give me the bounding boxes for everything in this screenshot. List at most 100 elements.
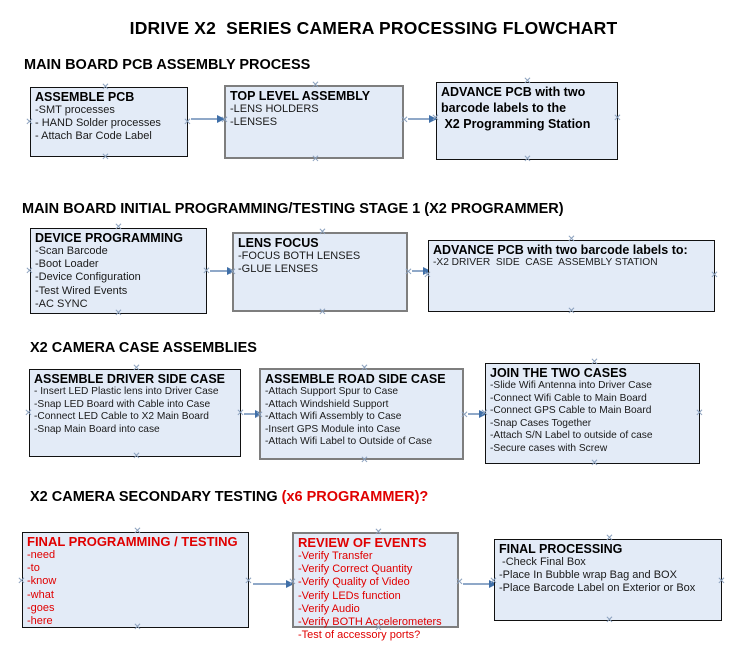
box-line: -FOCUS BOTH LENSES xyxy=(238,250,361,262)
box-line: -know xyxy=(27,575,57,588)
box-title: ASSEMBLE DRIVER SIDE CASE xyxy=(34,372,226,386)
connection-handle-bottom[interactable] xyxy=(132,452,141,461)
connection-handle-right[interactable] xyxy=(717,577,726,586)
connection-handle-top[interactable] xyxy=(318,228,327,237)
connection-handle-bottom[interactable] xyxy=(567,307,576,316)
box-line-overflow: -Test of accessory ports? xyxy=(298,629,421,642)
box-line: -Attach S/N Label to outside of case xyxy=(490,430,653,442)
box-line: -Attach Windshield Support xyxy=(265,398,389,410)
process-box-top-level-assembly[interactable]: TOP LEVEL ASSEMBLY -LENS HOLDERS -LENSES xyxy=(224,85,404,159)
connection-handle-left[interactable] xyxy=(220,116,229,125)
box-line: -goes xyxy=(27,601,55,614)
box-title: ADVANCE PCB with two xyxy=(441,85,586,99)
process-box-assemble-driver-side-case[interactable]: ASSEMBLE DRIVER SIDE CASE - Insert LED P… xyxy=(29,369,241,457)
connection-handle-bottom[interactable] xyxy=(590,459,599,468)
box-line: -X2 DRIVER SIDE CASE ASSEMBLY STATION xyxy=(433,257,658,268)
connection-handle-top[interactable] xyxy=(567,235,576,244)
connection-handle-top[interactable] xyxy=(133,527,142,536)
connection-handle-bottom[interactable] xyxy=(133,623,142,632)
section-heading-4: X2 CAMERA SECONDARY TESTING (x6 PROGRAMM… xyxy=(30,489,428,505)
process-box-advance-pcb-1[interactable]: ADVANCE PCB with two barcode labels to t… xyxy=(436,82,618,160)
box-line: -Verify LEDs function xyxy=(298,589,401,602)
connection-handle-top[interactable] xyxy=(605,534,614,543)
box-title: ASSEMBLE PCB xyxy=(35,90,135,104)
box-title: ASSEMBLE ROAD SIDE CASE xyxy=(265,372,446,386)
box-title: DEVICE PROGRAMMING xyxy=(35,231,183,245)
connection-handle-top[interactable] xyxy=(360,364,369,373)
process-box-assemble-road-side-case[interactable]: ASSEMBLE ROAD SIDE CASE -Attach Support … xyxy=(259,368,464,460)
connection-handle-right[interactable] xyxy=(244,577,253,586)
box-title: FINAL PROCESSING xyxy=(499,542,623,556)
box-title: ADVANCE PCB with two barcode labels to: xyxy=(433,243,688,257)
box-line: -Verify Correct Quantity xyxy=(298,563,413,576)
connection-handle-left[interactable] xyxy=(228,268,237,277)
process-box-review-of-events[interactable]: REVIEW OF EVENTS -Verify Transfer -Verif… xyxy=(292,532,459,641)
box-line: -Place Barcode Label on Exterior or Box xyxy=(499,582,696,595)
connection-handle-left[interactable] xyxy=(255,411,264,420)
connection-handle-left[interactable] xyxy=(24,409,33,418)
connection-handle-top[interactable] xyxy=(523,77,532,86)
connection-handle-bottom[interactable] xyxy=(523,155,532,164)
connection-handle-left[interactable] xyxy=(25,267,34,276)
connection-handle-top[interactable] xyxy=(590,358,599,367)
connection-handle-left[interactable] xyxy=(480,409,489,418)
box-line: -here xyxy=(27,615,53,628)
connection-handle-bottom[interactable] xyxy=(360,456,369,465)
connection-handle-left[interactable] xyxy=(17,577,26,586)
connection-handle-bottom[interactable] xyxy=(605,616,614,625)
section-heading-4-accent: (x6 PROGRAMMER)? xyxy=(281,489,429,505)
box-line: -Snap Main Board into case xyxy=(34,423,160,435)
box-line: -Attach Support Spur to Case xyxy=(265,386,399,397)
connector-arrow-4a xyxy=(253,579,294,588)
box-line: -Verify BOTH Accelerometers xyxy=(298,616,442,629)
box-title: REVIEW OF EVENTS xyxy=(298,535,427,550)
box-line: -AC SYNC xyxy=(35,297,88,310)
box-line: -Slide Wifi Antenna into Driver Case xyxy=(490,380,652,391)
connection-handle-top[interactable] xyxy=(132,364,141,373)
box-line: -Verify Quality of Video xyxy=(298,576,410,589)
box-line: - Insert LED Plastic lens into Driver Ca… xyxy=(34,386,219,397)
connection-handle-left[interactable] xyxy=(25,118,34,127)
process-box-device-programming[interactable]: DEVICE PROGRAMMING -Scan Barcode -Boot L… xyxy=(30,228,207,314)
box-line: -Device Configuration xyxy=(35,271,141,284)
connection-handle-bottom[interactable] xyxy=(318,308,327,317)
connection-handle-right[interactable] xyxy=(710,271,719,280)
section-heading-3: X2 CAMERA CASE ASSEMBLIES xyxy=(30,340,257,356)
box-line: -Connect GPS Cable to Main Board xyxy=(490,405,652,417)
connection-handle-top[interactable] xyxy=(374,528,383,537)
process-box-advance-pcb-2[interactable]: ADVANCE PCB with two barcode labels to: … xyxy=(428,240,715,312)
process-box-join-the-two-cases[interactable]: JOIN THE TWO CASES -Slide Wifi Antenna i… xyxy=(485,363,700,464)
connection-handle-bottom[interactable] xyxy=(374,624,383,633)
process-box-final-programming-testing[interactable]: FINAL PROGRAMMING / TESTING -need -to -k… xyxy=(22,532,249,628)
box-title: LENS FOCUS xyxy=(238,236,319,250)
page-title: IDRIVE X2 SERIES CAMERA PROCESSING FLOWC… xyxy=(129,18,618,38)
connection-handle-left[interactable] xyxy=(489,577,498,586)
connection-handle-right[interactable] xyxy=(695,409,704,418)
connection-handle-left[interactable] xyxy=(431,114,440,123)
box-line: -GLUE LENSES xyxy=(238,263,319,276)
box-line: -LENS HOLDERS xyxy=(230,103,319,115)
process-box-assemble-pcb[interactable]: ASSEMBLE PCB -SMT processes - HAND Solde… xyxy=(30,87,188,157)
connection-handle-left[interactable] xyxy=(288,578,297,587)
connection-handle-bottom[interactable] xyxy=(311,155,320,164)
box-line: -Secure cases with Screw xyxy=(490,442,608,454)
box-line: -Connect LED Cable to X2 Main Board xyxy=(34,411,209,423)
box-line: -Check Final Box xyxy=(499,556,586,568)
box-line: -to xyxy=(27,562,40,575)
box-title-line3: X2 Programming Station xyxy=(441,117,591,131)
box-line: -what xyxy=(27,588,54,601)
section-heading-2: MAIN BOARD INITIAL PROGRAMMING/TESTING S… xyxy=(22,201,564,217)
box-title: JOIN THE TWO CASES xyxy=(490,366,627,380)
box-line: -Snap LED Board with Cable into Case xyxy=(34,398,211,410)
connection-handle-bottom[interactable] xyxy=(114,309,123,318)
process-box-final-processing[interactable]: FINAL PROCESSING -Check Final Box -Place… xyxy=(494,539,722,621)
connection-handle-bottom[interactable] xyxy=(101,153,110,162)
connection-handle-left[interactable] xyxy=(423,271,432,280)
connection-handle-top[interactable] xyxy=(311,81,320,90)
connection-handle-top[interactable] xyxy=(114,223,123,232)
box-line: -Verify Audio xyxy=(298,602,360,615)
connection-handle-right[interactable] xyxy=(613,114,622,123)
connection-handle-top[interactable] xyxy=(101,83,110,92)
process-box-lens-focus[interactable]: LENS FOCUS -FOCUS BOTH LENSES -GLUE LENS… xyxy=(232,232,408,312)
box-line: -Insert GPS Module into Case xyxy=(265,423,401,435)
